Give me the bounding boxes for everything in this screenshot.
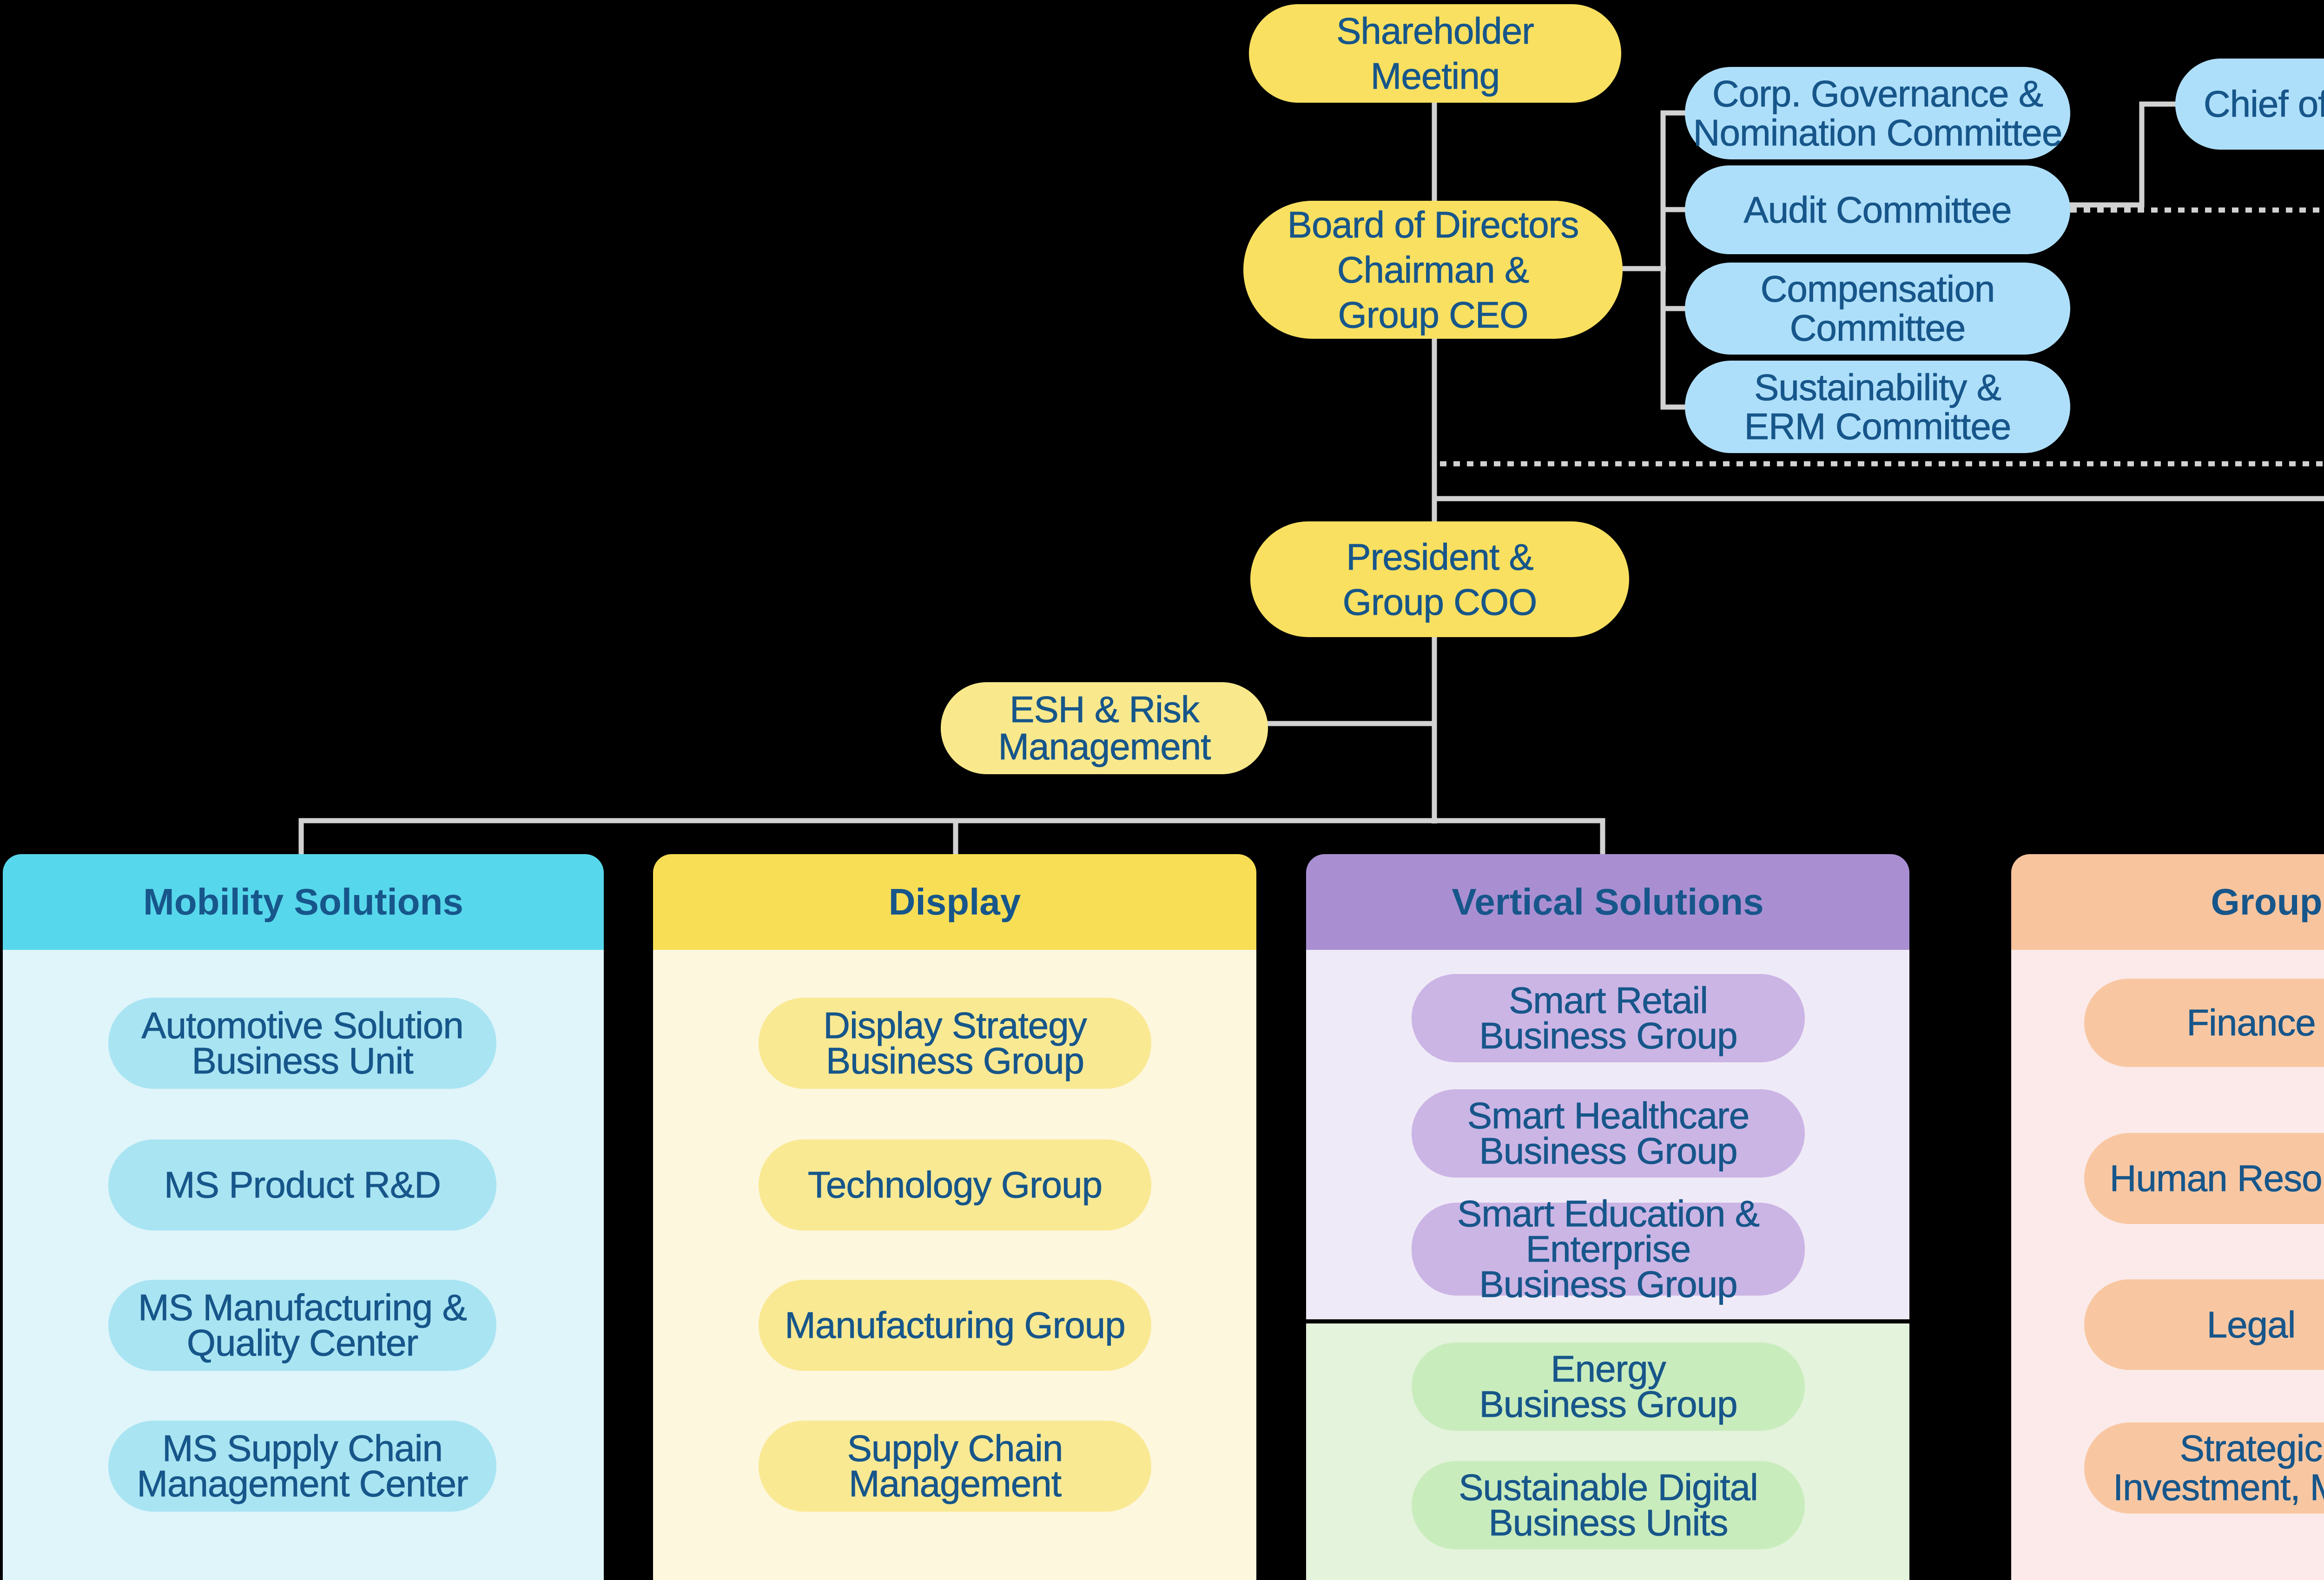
pill-label: Technology Group: [807, 1164, 1103, 1205]
pill-label: MS Supply Chain Management Center: [137, 1428, 469, 1504]
node-corp-governance-nomination-committee: Corp. Governance & Nomination Committee: [1685, 67, 2070, 159]
pill-sustainable-digital-business-units: Sustainable Digital Business Units: [1412, 1461, 1805, 1549]
node-label: Sustainability & ERM Committee: [1744, 366, 2012, 447]
node-label: Compensation Committee: [1760, 268, 1995, 349]
node-shareholder-meeting: Shareholder Meeting: [1249, 4, 1621, 103]
pill-human-resource: Human Resource: [2084, 1133, 2324, 1224]
pill-display-strategy-business-group: Display Strategy Business Group: [759, 998, 1151, 1089]
pill-label: MS Manufacturing & Quality Center: [138, 1287, 468, 1363]
pill-ms-supply-chain-management-center: MS Supply Chain Management Center: [108, 1421, 496, 1512]
column-header-label: Mobility Solutions: [143, 881, 463, 922]
line-distribution: [298, 818, 1605, 857]
pill-ms-product-r-d: MS Product R&D: [108, 1139, 496, 1231]
node-sustainability-erm-committee: Sustainability & ERM Committee: [1685, 361, 2070, 453]
pill-smart-retail-business-group: Smart Retail Business Group: [1412, 974, 1805, 1062]
pill-smart-education-enterprise-business-group: Smart Education & Enterprise Business Gr…: [1412, 1195, 1805, 1303]
pill-label: Strategic Investment, M&A: [2113, 1428, 2324, 1508]
node-chief-of-compliance: Chief of Compliance: [2175, 59, 2324, 150]
pill-supply-chain-management: Supply Chain Management: [759, 1421, 1151, 1512]
node-audit-committee: Audit Committee: [1685, 165, 2070, 254]
node-president-group-coo: President & Group COO: [1250, 521, 1629, 637]
node-label: ESH & Risk Management: [998, 689, 1211, 767]
pill-label: Sustainable Digital Business Units: [1459, 1467, 1758, 1543]
pill-label: Smart Retail Business Group: [1479, 980, 1738, 1056]
node-label: Chief of Compliance: [2203, 83, 2324, 125]
pill-label: Supply Chain Management: [847, 1428, 1063, 1504]
pill-label: MS Product R&D: [164, 1164, 442, 1205]
column-mobility-solutions: Mobility Solutions Automotive Solution B…: [3, 854, 604, 1580]
node-board-of-directors: Board of Directors Chairman & Group CEO: [1243, 201, 1623, 339]
column-header-vertical-solutions: Vertical Solutions: [1306, 854, 1909, 950]
pill-finance: Finance: [2084, 979, 2324, 1067]
pill-label: Manufacturing Group: [785, 1304, 1126, 1346]
column-header-label: Vertical Solutions: [1452, 881, 1764, 922]
column-header-label: Group Infrastructure Unit: [2211, 881, 2324, 922]
pill-label: Human Resource: [2109, 1158, 2324, 1199]
line-president-infra: [1432, 496, 2324, 501]
node-label: President & Group COO: [1342, 536, 1538, 623]
node-label: Shareholder Meeting: [1336, 10, 1535, 97]
column-header-display: Display: [653, 854, 1256, 950]
pill-automotive-solution-business-unit: Automotive Solution Business Unit: [108, 998, 496, 1089]
column-header-group-infrastructure-unit: Group Infrastructure Unit: [2011, 854, 2324, 950]
node-label: Board of Directors Chairman & Group CEO: [1287, 204, 1579, 336]
pill-technology-group: Technology Group: [759, 1139, 1151, 1231]
pill-strategic-investment-m-a: Strategic Investment, M&A: [2084, 1422, 2324, 1514]
pill-smart-healthcare-business-group: Smart Healthcare Business Group: [1412, 1089, 1805, 1178]
pill-ms-manufacturing-quality-center: MS Manufacturing & Quality Center: [108, 1280, 496, 1371]
pill-label: Legal: [2206, 1304, 2296, 1345]
line-audit-chief: [2068, 101, 2178, 208]
pill-label: Automotive Solution Business Unit: [141, 1005, 464, 1081]
pill-label: Display Strategy Business Group: [823, 1005, 1087, 1081]
pill-label: Finance: [2186, 1002, 2316, 1043]
column-vertical-solutions: Vertical Solutions Smart Retail Business…: [1306, 854, 1909, 1580]
pill-energy-business-group: Energy Business Group: [1412, 1343, 1805, 1431]
column-header-mobility-solutions: Mobility Solutions: [3, 854, 604, 950]
node-esh-risk-management: ESH & Risk Management: [941, 682, 1268, 774]
pill-label: Smart Healthcare Business Group: [1467, 1095, 1750, 1172]
pill-label: Energy Business Group: [1479, 1348, 1738, 1425]
node-compensation-committee: Compensation Committee: [1685, 263, 2070, 355]
pill-label: Smart Education & Enterprise Business Gr…: [1457, 1193, 1760, 1305]
node-label: Corp. Governance & Nomination Committee: [1693, 72, 2062, 153]
column-header-label: Display: [888, 881, 1021, 922]
pill-legal: Legal: [2084, 1279, 2324, 1370]
pill-manufacturing-group: Manufacturing Group: [759, 1280, 1151, 1371]
node-label: Audit Committee: [1743, 189, 2012, 230]
